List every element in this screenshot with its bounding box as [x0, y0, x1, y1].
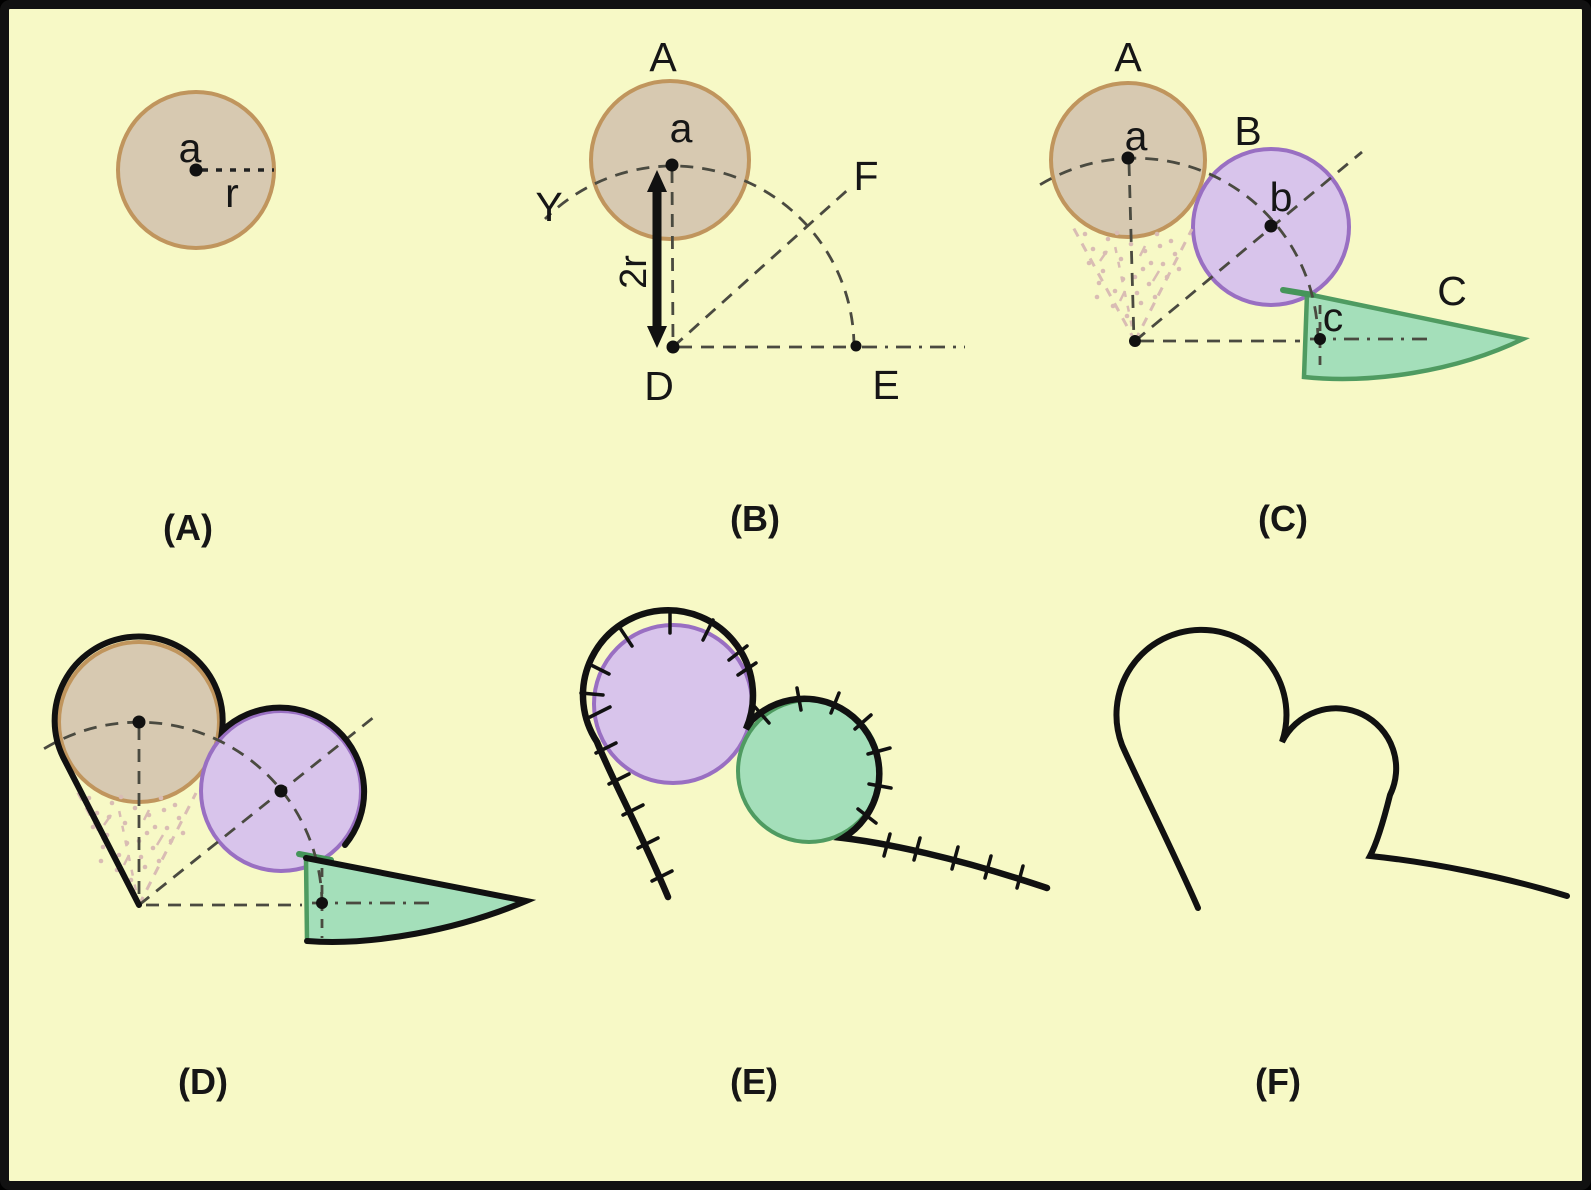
- compass-arc: [41, 720, 324, 906]
- vertical-construction-line: [1127, 162, 1136, 342]
- compass-arc: [544, 164, 856, 348]
- caption-e: (E): [730, 1061, 778, 1102]
- diagram-svg: a r A a 2r Y F D E: [41, 34, 1570, 1102]
- label-center-a: a: [179, 125, 202, 171]
- panel-a: a r: [116, 90, 276, 250]
- diagonal-construction-line: [672, 184, 853, 349]
- panel-d: [41, 633, 537, 945]
- point-dot-d: [666, 340, 680, 354]
- panel-f: [1113, 626, 1570, 911]
- caption-b: (B): [730, 498, 780, 539]
- panel-c: A a B b C c: [1037, 34, 1530, 382]
- vertical-construction-line: [670, 169, 675, 346]
- traced-outline: [579, 607, 1051, 901]
- label-circle-A: A: [1114, 34, 1142, 80]
- label-arc-Y: Y: [535, 184, 562, 230]
- fin-green: [303, 855, 534, 945]
- fin-stub: [1280, 287, 1316, 298]
- label-radius-r: r: [225, 170, 239, 216]
- center-dot-purple: [274, 784, 288, 798]
- circle-purple: [592, 623, 754, 785]
- center-dot-a: [1121, 151, 1135, 165]
- caption-c: (C): [1258, 498, 1308, 539]
- hatch-marks: [579, 609, 1025, 890]
- center-dot-a: [189, 163, 203, 177]
- label-center-a: a: [1125, 113, 1148, 159]
- final-outline: [1113, 626, 1570, 911]
- captions: (A) (B) (C) (D) (E) (F): [163, 498, 1308, 1102]
- point-dot-e: [850, 340, 862, 352]
- caption-f: (F): [1255, 1061, 1301, 1102]
- diagonal-construction-line: [138, 715, 375, 907]
- traced-fin-outline: [303, 855, 537, 945]
- fin-c: [1301, 291, 1530, 382]
- vertex-dot: [1129, 335, 1141, 347]
- label-circle-B: B: [1234, 108, 1261, 154]
- label-fin-C: C: [1437, 268, 1467, 314]
- center-dot-a: [665, 158, 679, 172]
- caption-a: (A): [163, 507, 213, 548]
- panel-e: [579, 607, 1051, 901]
- compass-arc: [1037, 156, 1320, 342]
- caption-d: (D): [178, 1061, 228, 1102]
- center-dot-b: [1264, 219, 1278, 233]
- point-dot-c: [1314, 333, 1326, 345]
- label-point-F: F: [853, 153, 878, 199]
- label-point-c: c: [1323, 294, 1344, 340]
- label-circle-A: A: [649, 34, 677, 80]
- diagonal-construction-line: [1134, 150, 1363, 343]
- center-dot-tan: [132, 715, 146, 729]
- erased-construction-marks: [75, 789, 198, 907]
- point-dot-fin: [316, 897, 328, 909]
- label-point-E: E: [872, 362, 899, 408]
- label-center-b: b: [1270, 174, 1293, 220]
- label-point-D: D: [644, 363, 674, 409]
- label-2r: 2r: [613, 255, 655, 289]
- panel-b: A a 2r Y F D E: [535, 34, 965, 409]
- traced-outline: [51, 633, 368, 908]
- diameter-arrow: [647, 170, 667, 348]
- label-center-a: a: [670, 105, 693, 151]
